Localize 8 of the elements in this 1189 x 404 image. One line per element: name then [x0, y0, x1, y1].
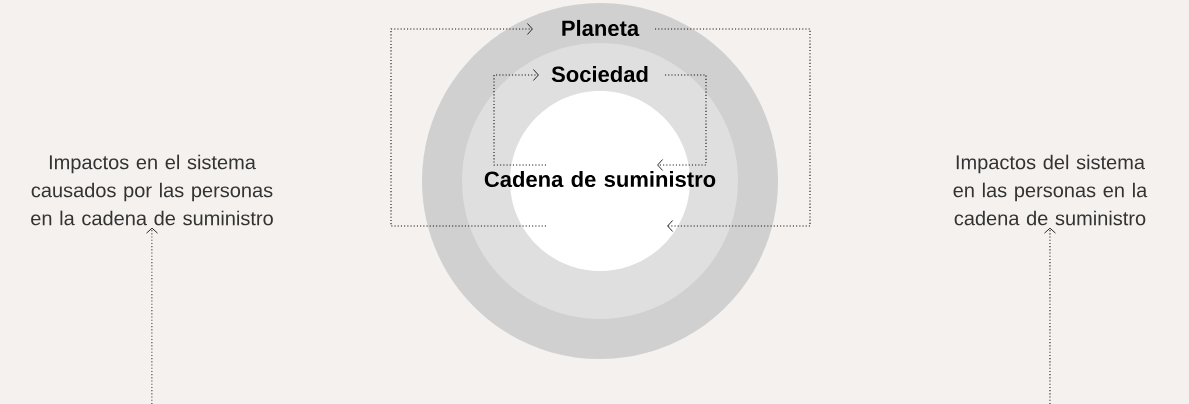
arrow	[493, 69, 547, 166]
arrow	[654, 28, 811, 232]
arrow	[146, 227, 158, 404]
description-text: Impactos del sistema en las personas en la cadena de suministro	[953, 154, 1148, 226]
arrow	[1044, 227, 1056, 404]
arrow	[657, 74, 707, 171]
arrow	[390, 23, 547, 227]
description-text: Impactos en el sistema causados por las personas en la cadena de suministro	[31, 154, 273, 226]
